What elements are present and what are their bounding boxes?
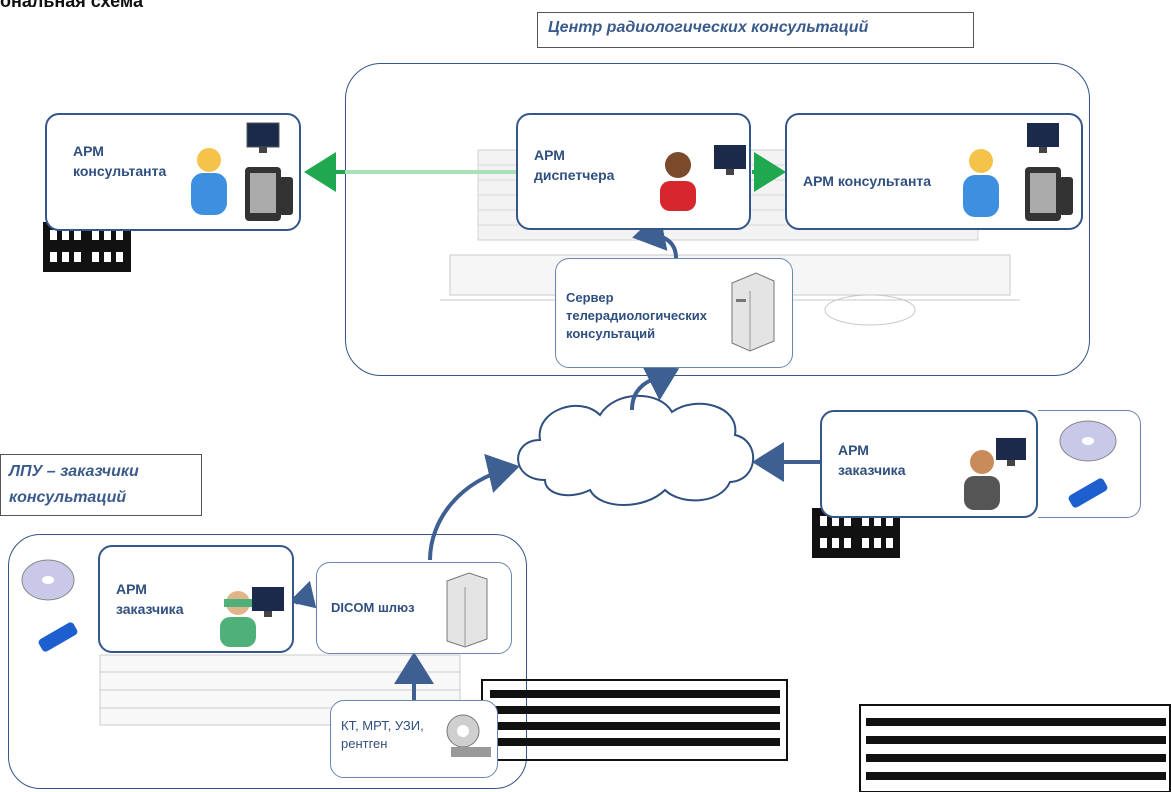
arrow-cloud-to-server <box>630 364 680 411</box>
arm-customer-left-line2: заказчика <box>116 601 184 617</box>
person-icon <box>191 148 227 215</box>
page-title: ональная схема <box>0 0 143 11</box>
center-region <box>345 63 1090 376</box>
monitor-icon <box>1027 123 1059 153</box>
arm-customer-left-node[interactable]: АРМ заказчика <box>98 545 294 653</box>
dicom-gateway-line1: DICOM шлюз <box>331 600 415 615</box>
building-icon <box>859 704 1171 792</box>
arrow-customer-to-dicom <box>288 580 317 609</box>
ct-scanner-icon <box>446 714 491 757</box>
surgeon-icon <box>220 591 256 647</box>
monitor-icon <box>252 587 284 617</box>
clients-label: ЛПУ – заказчики консультаций <box>0 454 202 516</box>
arm-customer-right-node[interactable]: АРМ заказчика <box>820 410 1038 518</box>
media-panel-right <box>1038 410 1141 518</box>
monitor-icon <box>996 438 1026 466</box>
modalities-line2: рентген <box>341 736 388 751</box>
arm-consultant-left-node[interactable]: АРМ консультанта <box>45 113 301 231</box>
center-label-text: Центр радиологических консультаций <box>548 19 869 36</box>
server-line1: Сервер <box>566 290 614 305</box>
arm-dispatcher-node[interactable]: АРМ диспетчера <box>516 113 751 230</box>
tablet-icon <box>245 167 293 221</box>
businessman-icon <box>964 450 1000 510</box>
cd-disc-icon <box>1059 420 1117 462</box>
usb-stick-icon <box>38 622 78 652</box>
clients-label-line2: консультаций <box>9 489 127 506</box>
clients-label-line1: ЛПУ – заказчики <box>9 463 139 480</box>
modalities-line1: КТ, МРТ, УЗИ, <box>341 718 424 733</box>
clients-region <box>8 534 527 789</box>
arm-dispatcher-line1: АРМ <box>534 147 565 163</box>
center-label: Центр радиологических консультаций <box>537 12 974 48</box>
arm-customer-left-line1: АРМ <box>116 581 147 597</box>
arm-consultant-left-line1: АРМ <box>73 143 104 159</box>
arm-consultant-right-node[interactable]: АРМ консультанта <box>785 113 1083 230</box>
dicom-gateway-node[interactable]: DICOM шлюз <box>316 562 512 654</box>
server-icon <box>446 572 488 648</box>
cd-disc-icon <box>21 559 75 601</box>
arm-customer-right-line1: АРМ <box>838 442 869 458</box>
headset-operator-icon <box>660 152 696 211</box>
server-node[interactable]: Сервер телерадиологических консультаций <box>555 258 793 368</box>
server-line3: консультаций <box>566 326 656 341</box>
arrow-server-to-dispatcher <box>632 211 678 259</box>
usb-stick-icon <box>1068 478 1108 508</box>
arm-consultant-left-line2: консультанта <box>73 163 167 179</box>
arm-consultant-right-line1: АРМ консультанта <box>803 173 932 189</box>
person-icon <box>963 149 999 217</box>
monitor-icon <box>714 145 746 175</box>
monitor-icon <box>246 122 280 153</box>
arm-customer-right-line2: заказчика <box>838 462 906 478</box>
arm-dispatcher-line2: диспетчера <box>534 167 615 183</box>
server-icon <box>731 272 775 352</box>
server-line2: телерадиологических <box>566 308 707 323</box>
tablet-icon <box>1025 167 1073 221</box>
modalities-node[interactable]: КТ, МРТ, УЗИ, рентген <box>330 700 498 778</box>
arrow-dicom-to-cloud <box>428 453 520 561</box>
